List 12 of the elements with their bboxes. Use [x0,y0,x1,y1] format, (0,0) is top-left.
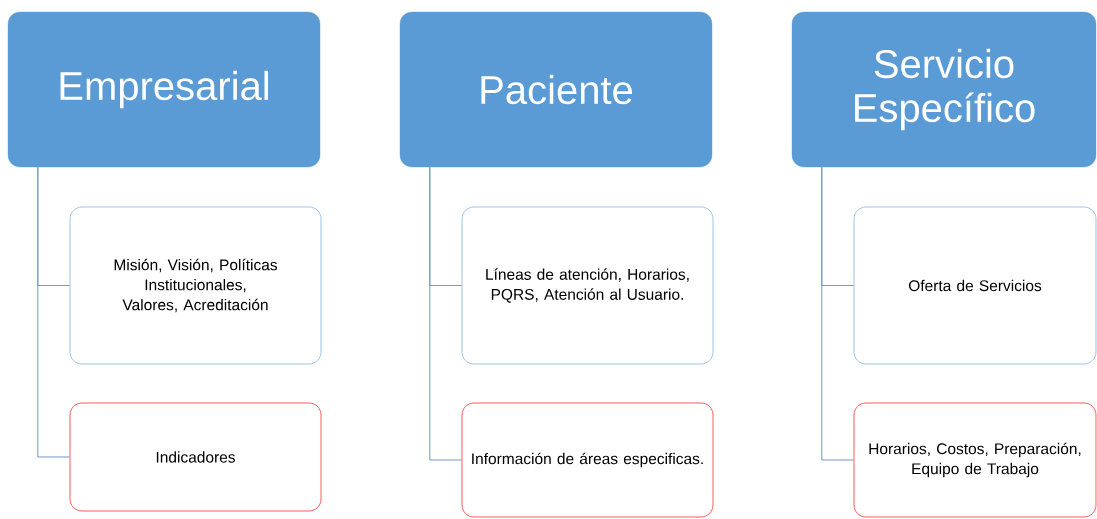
item-box: Horarios, Costos, Preparación, Equipo de Trabajo [853,402,1097,518]
item-box: Misión, Visión, Políticas Institucionales, Valores, Acreditación [69,206,322,365]
item-box: Líneas de atención, Horarios, PQRS, Atención al Usuario. [461,206,714,365]
header-box: Servicio Específico [791,11,1097,168]
item-box: Indicadores [69,402,322,512]
connector-line [429,166,462,461]
header-box: Paciente [399,11,713,168]
connector-line [37,166,70,458]
header-box: Empresarial [7,11,321,168]
connector-line [821,166,854,461]
item-box: Oferta de Servicios [853,206,1097,365]
item-box: Información de áreas especificas. [461,402,714,518]
